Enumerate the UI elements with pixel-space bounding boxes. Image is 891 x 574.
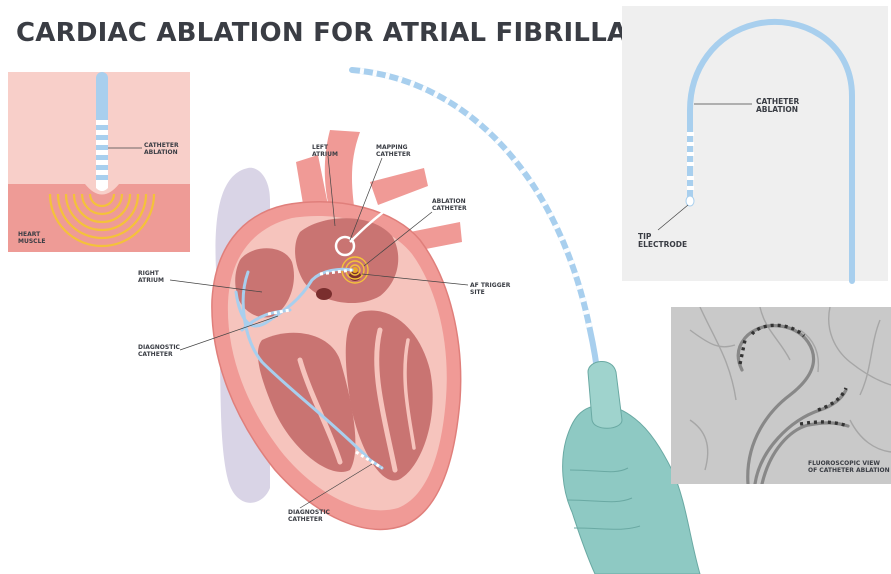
- inset-fluoroscopic-view: FLUOROSCOPIC VIEW OF CATHETER ABLATION: [671, 307, 891, 484]
- inset-heart-muscle: CATHETER ABLATION HEART MUSCLE: [8, 72, 190, 252]
- af-trigger-site-label: AF TRIGGER SITE: [470, 282, 512, 296]
- inset-catheter-tip: CATHETER ABLATION TIP ELECTRODE: [622, 6, 888, 281]
- heart-cross-section: LEFT ATRIUM MAPPING CATHETER ABLATION CA…: [138, 130, 512, 529]
- diagnostic-catheter-label-upper: DIAGNOSTIC CATHETER: [138, 344, 182, 358]
- heart-muscle-label: HEART MUSCLE: [18, 231, 46, 245]
- ablation-catheter-label: ABLATION CATHETER: [432, 198, 468, 212]
- mapping-catheter-label: MAPPING CATHETER: [376, 144, 411, 158]
- fluoroscopic-view-caption: FLUOROSCOPIC VIEW OF CATHETER ABLATION: [808, 460, 890, 474]
- diagnostic-catheter-label-lower: DIAGNOSTIC CATHETER: [288, 509, 332, 523]
- catheter-ablation-label: CATHETER ABLATION: [756, 97, 802, 114]
- right-atrium-label: RIGHT ATRIUM: [138, 270, 164, 284]
- inset-catheter-label: CATHETER ABLATION: [144, 142, 181, 156]
- thumb: [588, 361, 622, 428]
- inset-catheter: [96, 72, 108, 191]
